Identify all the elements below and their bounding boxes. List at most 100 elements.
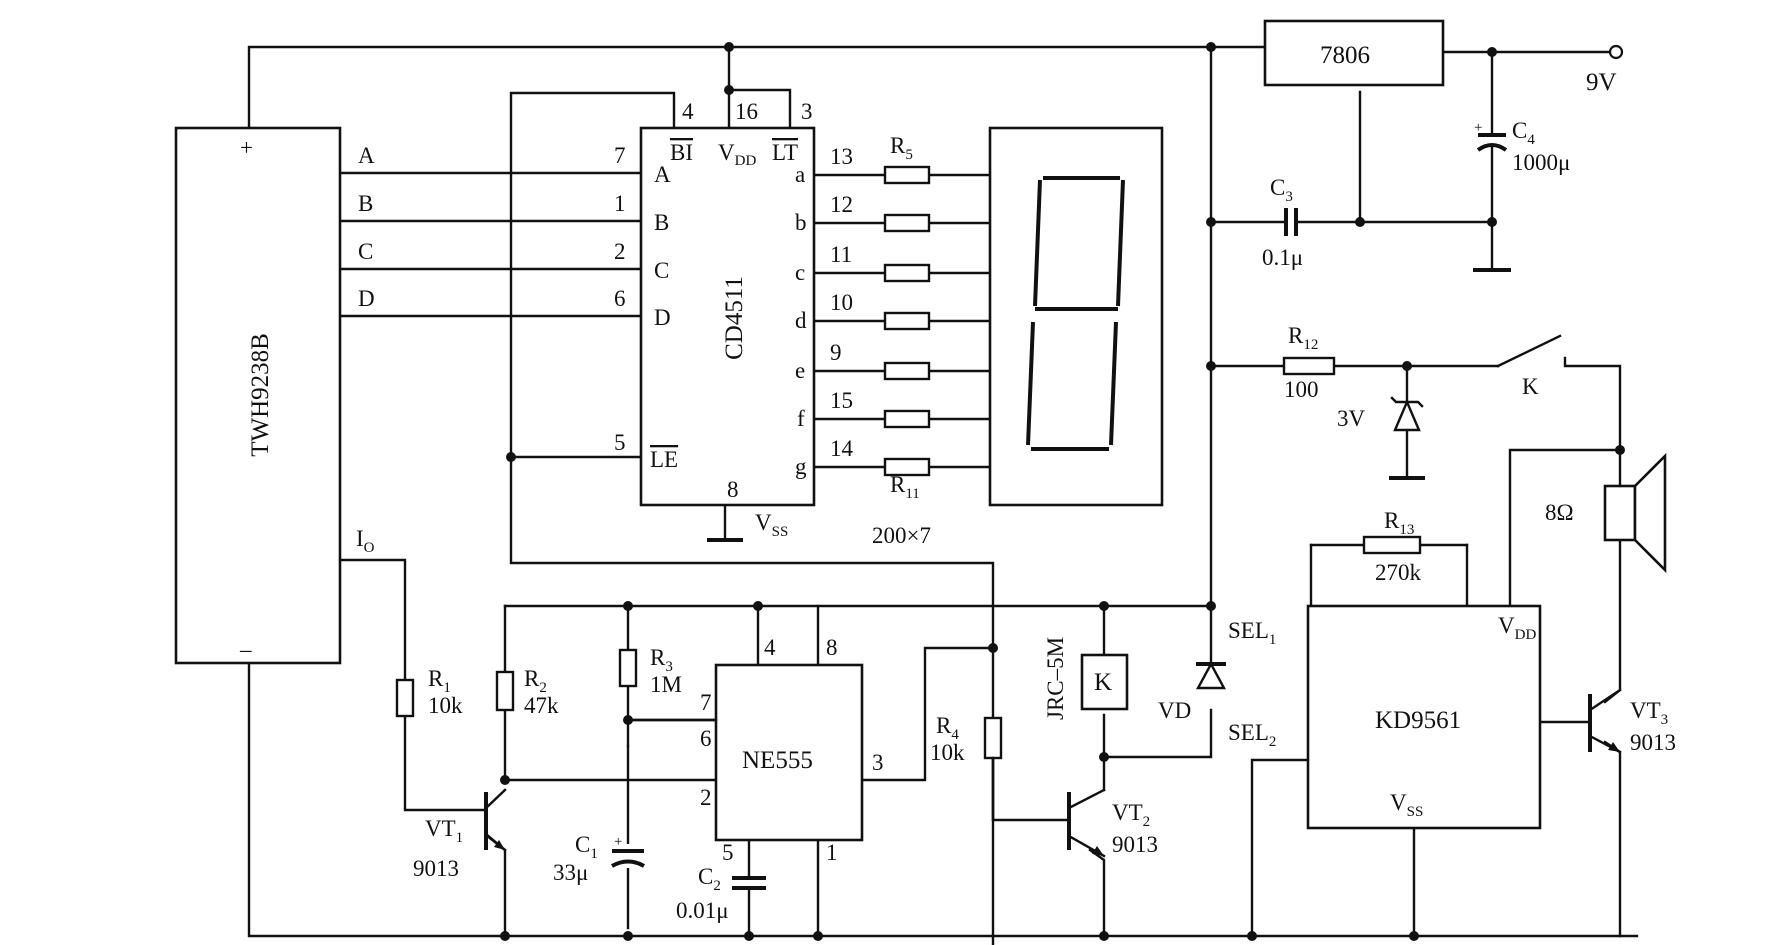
c3-sub: 3: [1285, 189, 1293, 205]
resistor-r13: R13 270k: [1362, 508, 1422, 585]
timer-pin-5: 5: [722, 840, 734, 865]
svg-text:VT2: VT2: [1112, 800, 1150, 830]
timer-pin-3: 3: [872, 750, 884, 775]
sensor-plus: +: [240, 135, 253, 160]
sensor-out-c: C: [358, 239, 373, 264]
seven-segment-display: [988, 126, 1164, 507]
decoder-pin-2: 2: [614, 239, 626, 264]
decoder-out-a: a: [795, 162, 805, 187]
c3-value: 0.1μ: [1262, 245, 1303, 270]
decoder-pin-6: 6: [614, 286, 626, 311]
capacitor-c3: C3 0.1μ: [1262, 175, 1303, 270]
sensor-module: TWH9238B + – A B C D IO: [174, 126, 375, 665]
relay-contact-label: K: [1522, 374, 1539, 399]
sensor-io-sub: O: [364, 540, 375, 556]
resistor-r4: R4 10k: [930, 713, 1003, 822]
svg-text:VSS: VSS: [755, 510, 788, 540]
decoder-vdd-sub: DD: [735, 153, 757, 169]
c2-value: 0.01μ: [676, 898, 729, 923]
sensor-module-label: TWH9238B: [247, 333, 274, 457]
sound-vdd-sub: DD: [1515, 627, 1537, 643]
vt3-type: 9013: [1630, 730, 1676, 755]
svg-text:R12: R12: [1288, 323, 1318, 353]
vt2-type: 9013: [1112, 832, 1158, 857]
svg-text:IO: IO: [356, 526, 375, 556]
r2-label: R: [524, 666, 540, 691]
zener-label: 3V: [1337, 406, 1366, 431]
decoder-out-c: c: [795, 260, 805, 285]
sound-ic-label: KD9561: [1375, 707, 1461, 734]
capacitor-c4: + C4 1000μ: [1473, 118, 1570, 272]
svg-text:SEL2: SEL2: [1228, 720, 1276, 750]
timer-pin-2: 2: [700, 785, 712, 810]
c1-value: 33μ: [553, 860, 588, 885]
vt2-sub: 2: [1143, 814, 1151, 830]
decoder-in-a: A: [654, 162, 671, 187]
timer-pin-7: 7: [700, 690, 712, 715]
decoder-pin-13: 13: [830, 144, 853, 169]
decoder-pin-10: 10: [830, 290, 853, 315]
speaker-impedance: 8Ω: [1545, 500, 1574, 525]
junction-dots: [500, 42, 1625, 941]
decoder-pin-4: 4: [682, 99, 694, 124]
supply-voltage: 9V: [1586, 69, 1617, 96]
c1-label: C: [575, 832, 590, 857]
svg-text:C3: C3: [1270, 175, 1293, 205]
decoder-pin-15: 15: [830, 388, 853, 413]
svg-text:+: +: [614, 834, 622, 850]
decoder-bi: BI: [670, 140, 693, 165]
r12-sub: 12: [1303, 337, 1318, 353]
c3-label: C: [1270, 175, 1285, 200]
resistor-r1: R1 10k: [395, 666, 463, 718]
sensor-out-b: B: [358, 191, 373, 216]
decoder-pin-9: 9: [830, 340, 842, 365]
svg-text:R3: R3: [650, 645, 673, 675]
sound-sel2: SEL: [1228, 720, 1269, 745]
relay-coil: K JRC–5M: [1043, 637, 1129, 720]
transistor-vt3: VT3 9013: [1588, 688, 1676, 755]
capacitor-c2: C2 0.01μ: [676, 864, 766, 923]
voltage-regulator: 7806 9V: [1263, 19, 1624, 96]
vt1-sub: 1: [456, 830, 464, 846]
decoder-pin-12: 12: [830, 192, 853, 217]
decoder-pin-11: 11: [830, 242, 852, 267]
vt1-type: 9013: [413, 856, 459, 881]
resistor-r2: R2 47k: [495, 666, 559, 718]
resistor-r5: [883, 165, 931, 185]
decoder-out-b: b: [795, 210, 807, 235]
svg-text:C1: C1: [575, 832, 598, 862]
sound-ic: KD9561 VDD VSS SEL1 SEL2: [1228, 604, 1542, 830]
relay-coil-label: K: [1094, 669, 1112, 696]
timer-pin-1: 1: [826, 840, 838, 865]
decoder-pin-5: 5: [614, 430, 626, 455]
decoder-out-e: e: [795, 358, 805, 383]
r1-label: R: [428, 666, 444, 691]
decoder-lt: LT: [772, 140, 798, 165]
decoder-le: LE: [650, 447, 678, 472]
decoder-vss: V: [755, 510, 772, 535]
timer-pin-6: 6: [700, 726, 712, 751]
timer-ic: NE555 4 8 7 6 2 3 5 1: [700, 635, 884, 865]
resistor-r10: [883, 409, 931, 429]
r13-label: R: [1384, 508, 1400, 533]
r3-value: 1M: [650, 672, 682, 697]
r4-sub: 4: [951, 727, 959, 743]
svg-text:R11: R11: [890, 472, 920, 502]
sensor-minus: –: [239, 637, 252, 662]
r1-sub: 1: [443, 680, 451, 696]
resistor-r3: R3 1M: [618, 645, 682, 697]
resistor-array: R5 R11 200×7: [872, 133, 931, 548]
r3-sub: 3: [665, 659, 673, 675]
svg-text:R13: R13: [1384, 508, 1414, 538]
c2-label: C: [698, 864, 713, 889]
c4-label: C: [1512, 118, 1527, 143]
decoder-pin-8: 8: [727, 477, 739, 502]
svg-text:R5: R5: [890, 133, 913, 163]
sound-sel1-sub: 1: [1269, 632, 1277, 648]
diode-vd: VD: [1158, 661, 1227, 723]
capacitor-c1: + C1 33μ: [553, 832, 656, 885]
supply-terminal: [1608, 44, 1624, 60]
vt3-label: VT: [1630, 698, 1661, 723]
vt2-label: VT: [1112, 800, 1143, 825]
